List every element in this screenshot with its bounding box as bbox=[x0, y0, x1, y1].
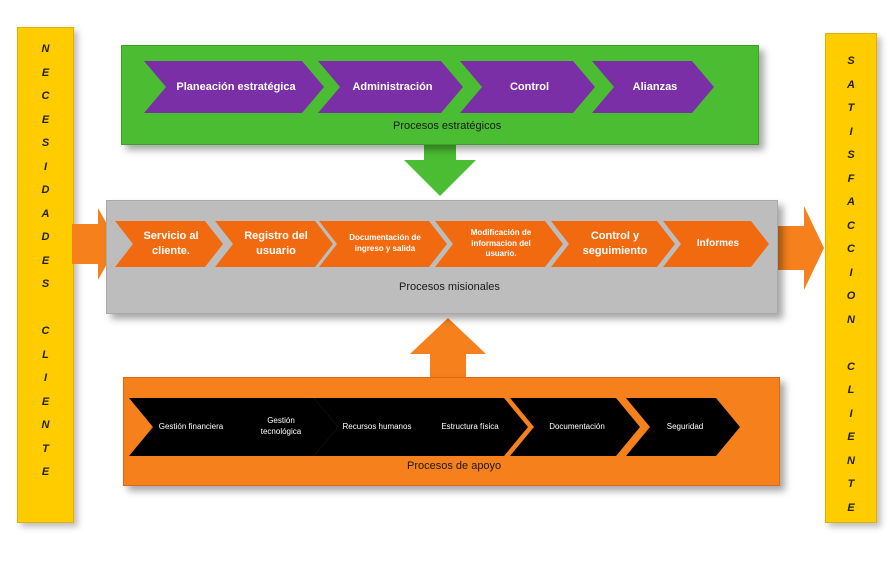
letter: S bbox=[41, 137, 50, 149]
process-label: Servicio al cliente. bbox=[143, 230, 199, 257]
satisfaccion-cliente-bar: S A T I S F A C C I O N C L I E N T E bbox=[825, 33, 877, 523]
support-band-label: Procesos de apoyo bbox=[407, 460, 502, 472]
letter: I bbox=[849, 125, 853, 138]
process-label: Control bbox=[509, 80, 550, 93]
mission-processes-band: Servicio al cliente. Registro del usuari… bbox=[106, 200, 778, 314]
support-process-documentacion: Documentación bbox=[510, 398, 640, 456]
mission-process-control: Control y seguimiento bbox=[551, 221, 675, 267]
letter: C bbox=[847, 360, 855, 373]
process-label: Alianzas bbox=[632, 80, 678, 93]
letter: C bbox=[847, 243, 855, 255]
mission-process-registro: Registro del usuario bbox=[215, 221, 333, 267]
letter: C bbox=[41, 90, 50, 102]
letter: C bbox=[41, 325, 50, 337]
letter: S bbox=[847, 149, 855, 161]
letter: E bbox=[847, 501, 855, 514]
letter: E bbox=[41, 254, 50, 267]
letter: O bbox=[846, 290, 856, 302]
letter: A bbox=[847, 78, 855, 91]
process-label: Control y seguimiento bbox=[582, 230, 648, 257]
necesidades-cliente-text: N E C E S I D A D E S C L I E N T E bbox=[42, 38, 50, 485]
satisfaccion-cliente-text: S A T I S F A C C I O N C L I E N T E bbox=[847, 50, 856, 520]
letter: E bbox=[41, 395, 50, 408]
letter: N bbox=[41, 43, 50, 55]
process-label: Modificación de informacion del usuario. bbox=[470, 227, 532, 259]
letter: C bbox=[847, 219, 855, 232]
letter: I bbox=[43, 372, 48, 384]
letter: E bbox=[847, 431, 855, 443]
support-process-seguridad: Seguridad bbox=[626, 398, 740, 456]
letter: N bbox=[847, 313, 855, 326]
necesidades-cliente-bar: N E C E S I D A D E S C L I E N T E bbox=[17, 27, 74, 523]
letter: A bbox=[41, 207, 50, 220]
process-label: Registro del usuario bbox=[244, 230, 308, 257]
letter: D bbox=[41, 184, 50, 196]
letter: E bbox=[41, 66, 50, 79]
letter: D bbox=[41, 231, 50, 243]
letter: E bbox=[41, 113, 50, 126]
strategic-process-planeacion: Planeación estratégica bbox=[144, 61, 324, 113]
process-label: Planeación estratégica bbox=[176, 80, 296, 93]
letter: T bbox=[42, 442, 49, 455]
strategic-band-label: Procesos estratégicos bbox=[393, 120, 502, 132]
process-label: Gestión tecnológica bbox=[260, 416, 302, 436]
process-label: Informes bbox=[696, 238, 740, 250]
letter: T bbox=[847, 102, 855, 114]
strategic-process-administracion: Administración bbox=[318, 61, 463, 113]
letter: I bbox=[43, 160, 48, 173]
mission-process-servicio: Servicio al cliente. bbox=[115, 221, 223, 267]
support-processes-band: Gestión financiera Gestión tecnológica R… bbox=[123, 377, 780, 486]
up-arrow-icon bbox=[410, 318, 486, 380]
process-label: Seguridad bbox=[666, 421, 704, 431]
strategic-process-alianzas: Alianzas bbox=[592, 61, 714, 113]
process-label: Documentación bbox=[549, 421, 605, 431]
mission-process-informes: Informes bbox=[663, 221, 769, 267]
process-label: Estructura física bbox=[441, 421, 499, 431]
strategic-processes-band: Planeación estratégica Administración Co… bbox=[121, 45, 759, 145]
process-label: Recursos humanos bbox=[342, 421, 412, 431]
letter: I bbox=[849, 266, 853, 279]
letter: F bbox=[847, 172, 855, 185]
letter: I bbox=[849, 407, 853, 420]
process-label: Administración bbox=[352, 80, 433, 93]
letter: E bbox=[41, 466, 50, 478]
letter: T bbox=[847, 478, 855, 490]
process-label: Documentación de ingreso y salida bbox=[349, 233, 421, 253]
process-label: Gestión financiera bbox=[158, 421, 224, 431]
mission-process-documentacion: Documentación de ingreso y salida bbox=[319, 221, 447, 267]
output-arrow-icon bbox=[776, 206, 824, 290]
letter: N bbox=[847, 454, 855, 467]
letter: L bbox=[847, 384, 855, 396]
letter: N bbox=[41, 419, 50, 431]
mission-process-modificacion: Modificación de informacion del usuario. bbox=[435, 221, 563, 267]
letter: L bbox=[42, 348, 49, 361]
mission-band-label: Procesos misionales bbox=[399, 281, 500, 293]
letter: A bbox=[847, 196, 855, 208]
down-arrow-icon bbox=[404, 138, 476, 196]
strategic-process-control: Control bbox=[460, 61, 595, 113]
letter: S bbox=[847, 55, 855, 67]
letter: S bbox=[41, 278, 50, 290]
